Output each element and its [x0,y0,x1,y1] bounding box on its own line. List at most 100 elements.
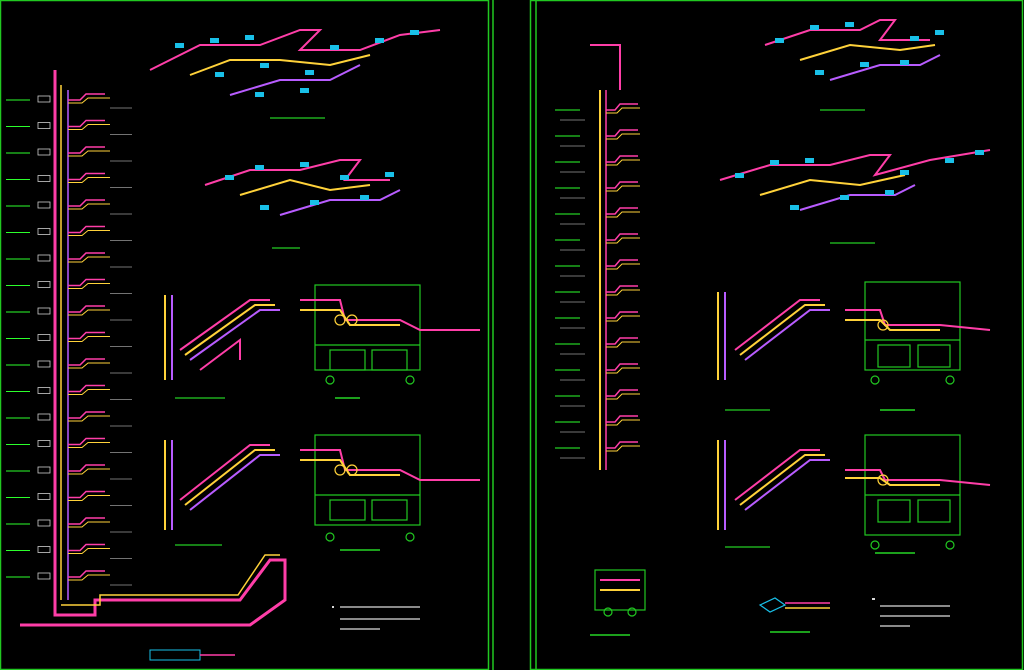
floor-branch-pipe [68,517,105,525]
valve-icon [805,158,814,163]
floor-meter-box [37,228,51,235]
floor-branch-pipe [68,146,105,154]
right-isometric-plan-2 [719,149,991,244]
base-hot-pipe [61,554,280,606]
floor-branch-hot [68,574,110,581]
valve-icon [255,165,264,170]
valve-icon [300,88,309,93]
valve-icon [840,195,849,200]
floor-branch-pipe [68,358,105,366]
floor-branch-pipe [68,437,105,446]
floor-branch-hot [606,159,640,166]
valve-icon [935,30,944,35]
floor-branch-pipe [68,464,105,472]
floor-branch-pipe [606,181,638,189]
left-detail-a [164,295,280,399]
floor-meter-box [37,334,51,341]
valve-icon [375,38,384,43]
right-detail-b [717,440,830,548]
floor-branch-pipe [68,331,105,340]
roof-connection-pipe [590,44,621,90]
floor-branch-hot [606,341,640,348]
valve-icon [885,190,894,195]
right-notes [872,598,950,627]
left-riser-diagram [6,70,287,661]
floor-branch-pipe [68,305,105,313]
floor-branches [555,103,640,459]
floor-branch-hot [606,445,640,452]
floor-branch-hot [68,283,110,289]
floor-branch-pipe [68,119,105,128]
left-elevation-a [300,284,480,399]
right-legend-symbol [758,597,830,633]
floor-branch-pipe [606,233,638,241]
floor-branch-pipe [68,278,105,287]
valve-icon [790,205,799,210]
valve-icon [175,43,184,48]
floor-branch-pipe [606,285,638,293]
floor-meter-box [37,281,51,288]
floor-branch-pipe [68,252,105,260]
floor-branch-pipe [68,93,105,101]
floor-branch-hot [606,185,640,192]
valve-icon [770,160,779,165]
valve-icon [975,150,984,155]
valve-icon [245,35,254,40]
left-elevation-b [300,434,480,551]
floor-branch-hot [68,548,110,554]
floor-meter-box [37,413,51,421]
valve-icon [845,22,854,27]
floor-meter-box [37,387,51,394]
valve-icon [310,200,319,205]
left-sheet-frame [0,0,490,670]
floor-branch-pipe [606,103,638,111]
floor-branch-hot [606,133,640,140]
valve-icon [225,175,234,180]
valve-icon [255,92,264,97]
floor-branch-pipe [606,259,638,267]
floor-branch-hot [606,393,640,400]
floor-meter-box [37,572,51,580]
floor-branch-pipe [68,543,105,552]
floor-branch-hot [68,468,110,475]
floor-branch-hot [68,415,110,422]
floor-branch-hot [606,367,640,374]
valve-icon [260,205,269,210]
floor-meter-box [37,466,51,474]
left-detail-b [164,440,280,546]
floor-meter-box [37,360,51,368]
floor-branch-pipe [68,411,105,419]
valve-icon [340,175,349,180]
floor-meter-box [37,440,51,447]
valve-icon [860,62,869,67]
floor-branch-hot [68,177,110,183]
valve-icon [260,63,269,68]
floor-branch-hot [606,289,640,296]
floor-branch-hot [68,389,110,395]
floor-meter-box [37,201,51,209]
valve-icon [305,70,314,75]
right-detail-a [717,292,830,411]
floor-branch-hot [606,315,640,322]
floor-branch-hot [606,263,640,270]
floor-branch-pipe [606,311,638,319]
floor-branch-pipe [606,363,638,371]
valve-icon [945,158,954,163]
floor-branch-hot [68,362,110,369]
floor-meter-box [37,122,51,129]
floor-branch-hot [606,107,640,114]
floor-meter-box [37,546,51,553]
valve-icon [810,25,819,30]
floor-branch-hot [68,521,110,528]
floor-branch-pipe [68,384,105,393]
valve-icon [410,30,419,35]
floor-meter-box [37,95,51,103]
floor-branches [6,93,132,586]
floor-branch-pipe [68,225,105,234]
floor-branch-hot [68,495,110,501]
floor-branch-pipe [606,155,638,163]
floor-meter-box [37,175,51,182]
floor-branch-pipe [606,389,638,397]
left-notes [332,606,420,630]
floor-branch-pipe [606,415,638,423]
